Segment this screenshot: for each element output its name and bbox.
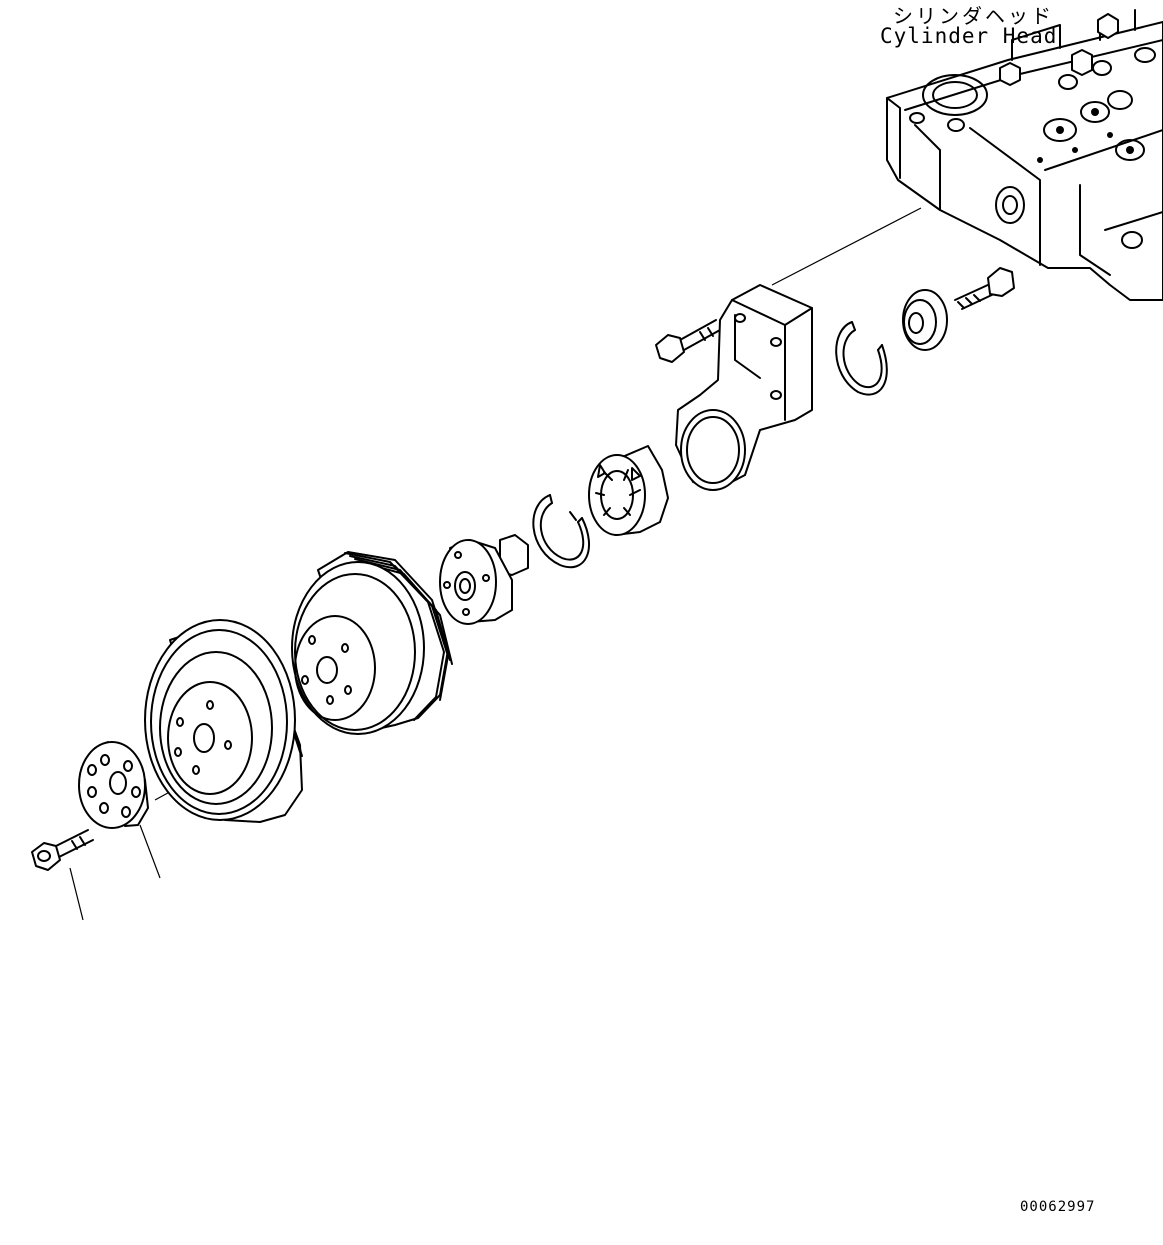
- snap-ring-center: [532, 494, 591, 569]
- snap-ring-right: [835, 321, 888, 396]
- figure-number: 00062997: [1020, 1199, 1096, 1215]
- bolt-upper-right: [954, 267, 1015, 310]
- leader-line-plate: [139, 824, 161, 879]
- spacer-plate: [78, 741, 149, 829]
- bracket: [675, 284, 813, 491]
- cylinder-head: [886, 9, 1163, 301]
- cap: [902, 289, 948, 351]
- bolt-front: [31, 829, 94, 871]
- cylinder-head-label-ja: シリンダヘッド: [893, 4, 1054, 28]
- bearing: [588, 445, 669, 536]
- leader-line-bolt: [69, 867, 84, 921]
- shaft-hub: [439, 534, 529, 625]
- bolt-bracket: [655, 319, 721, 363]
- pulley: [291, 551, 453, 735]
- crank-pulley: [144, 619, 303, 823]
